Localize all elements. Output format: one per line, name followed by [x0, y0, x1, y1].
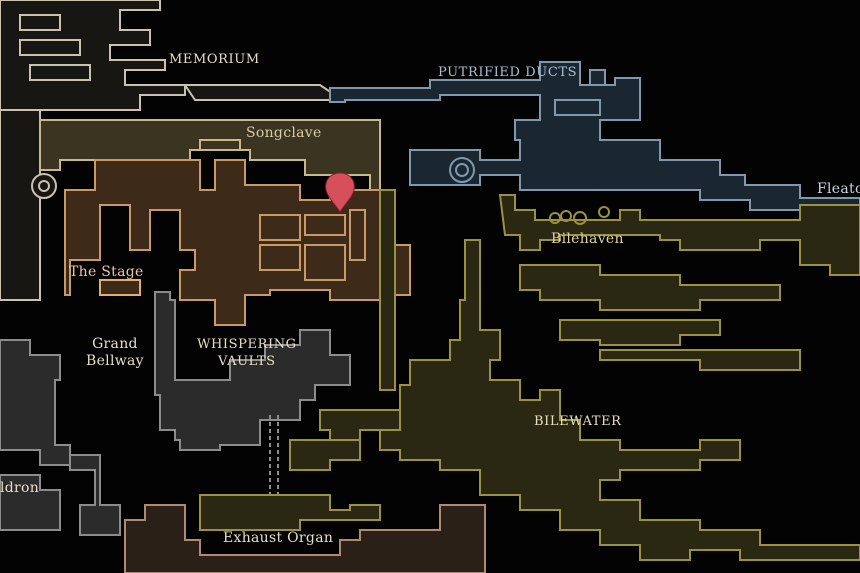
bilewater-region: [199, 189, 860, 561]
putrified-ducts-label: PUTRIFIED DUCTS: [438, 65, 578, 80]
cauldron-label: ldron: [0, 480, 40, 496]
putrified-ducts-region: [329, 61, 860, 211]
songclave-region: [39, 119, 381, 191]
grand-bellway-label-line2: Bellway: [86, 353, 144, 369]
whispering-vaults-label: WHISPERING VAULTS: [197, 336, 297, 370]
citadel-region: [0, 0, 336, 301]
bilewater-label: BILEWATER: [534, 414, 622, 429]
map-pin-icon[interactable]: [325, 172, 355, 214]
grand-bellway-label-line1: Grand: [92, 336, 138, 352]
the-stage-label: The Stage: [69, 264, 144, 280]
exhaust-organ-label: Exhaust Organ: [223, 530, 334, 546]
whispering-vaults-label-line2: VAULTS: [218, 354, 276, 369]
exhaust-organ-region: [124, 504, 486, 573]
whispering-vaults-region: [64, 159, 411, 326]
whispering-vaults-label-line1: WHISPERING: [197, 337, 297, 352]
bilehaven-label: Bilehaven: [551, 231, 624, 247]
fleatopia-label: Fleatop: [817, 181, 860, 197]
bellway-region: [0, 291, 351, 536]
songclave-label: Songclave: [246, 125, 322, 141]
memorium-label: MEMORIUM: [169, 52, 260, 67]
grand-bellway-label: Grand Bellway: [86, 336, 144, 370]
